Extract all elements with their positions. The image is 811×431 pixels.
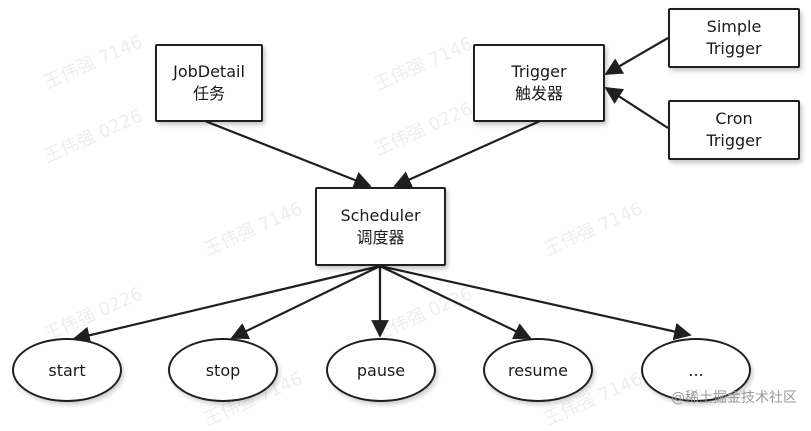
- simple-trigger-line2: Trigger: [706, 39, 762, 58]
- simple-trigger-line1: Simple: [706, 17, 762, 36]
- arrow-scheduler-to-start: [72, 264, 381, 344]
- cron-trigger-line2: Trigger: [706, 131, 762, 150]
- action-label: pause: [356, 360, 406, 380]
- action-stop: stop: [168, 338, 278, 402]
- arrow-scheduler-to-resume: [379, 265, 532, 340]
- action-start: start: [12, 338, 122, 402]
- source-credit: @稀土掘金技术社区: [671, 390, 797, 406]
- simple-trigger-node: Simple Trigger: [668, 8, 800, 68]
- action-pause: pause: [326, 338, 436, 402]
- scheduler-node: Scheduler 调度器: [315, 187, 446, 266]
- cron-trigger-line1: Cron: [715, 109, 753, 128]
- trigger-title: Trigger: [511, 62, 567, 81]
- arrow-simple-to-trigger: [604, 37, 669, 75]
- cron-trigger-node: Cron Trigger: [668, 100, 800, 160]
- action-resume: resume: [483, 338, 593, 402]
- arrow-scheduler-to-more: [379, 264, 692, 341]
- jobdetail-subtitle: 任务: [192, 84, 225, 103]
- trigger-subtitle: 触发器: [514, 84, 563, 103]
- jobdetail-node: JobDetail 任务: [155, 44, 263, 122]
- action-label: start: [48, 360, 86, 380]
- trigger-node: Trigger 触发器: [473, 44, 605, 122]
- arrow-scheduler-to-stop: [230, 265, 381, 339]
- action-label: resume: [508, 360, 568, 380]
- action-more: ...: [641, 338, 751, 402]
- arrow-jobdetail-to-scheduler: [204, 119, 372, 189]
- action-label: ...: [688, 360, 704, 380]
- arrow-cron-to-trigger: [604, 87, 669, 129]
- connector-arrows: [72, 37, 692, 344]
- action-label: stop: [205, 360, 241, 380]
- jobdetail-title: JobDetail: [173, 62, 245, 81]
- scheduler-title: Scheduler: [340, 205, 421, 225]
- scheduler-subtitle: 调度器: [356, 227, 405, 247]
- arrow-trigger-to-scheduler: [393, 119, 541, 188]
